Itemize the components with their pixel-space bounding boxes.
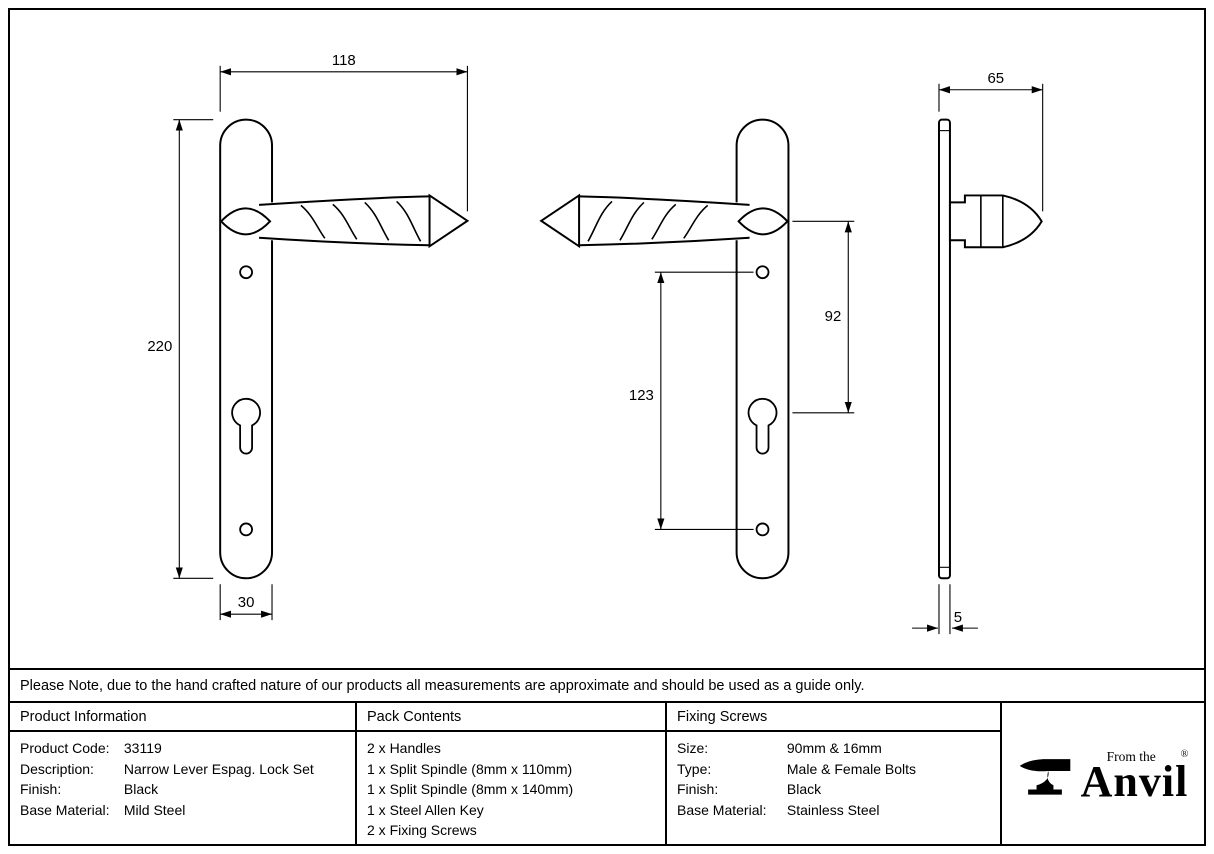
- logo-brand-name: Anvil: [1080, 757, 1189, 806]
- product-information-header: Product Information: [10, 703, 355, 732]
- screw-type-label: Type:: [677, 760, 712, 777]
- description-row: Description: Narrow Lever Espag. Lock Se…: [20, 759, 345, 780]
- dim-plate-width-label: 30: [238, 594, 255, 611]
- screw-type-row: Type: Male & Female Bolts: [677, 759, 990, 780]
- side-view: 65 5: [912, 70, 1044, 635]
- screw-size-label: Size:: [677, 740, 709, 756]
- screw-finish-row: Finish: Black: [677, 779, 990, 800]
- logo-tagline: From the: [1106, 749, 1156, 764]
- dim-screw-centres-label: 123: [629, 387, 654, 404]
- pack-item: 2 x Handles: [367, 740, 441, 756]
- finish-value: Black: [123, 781, 159, 797]
- finish-label: Finish:: [20, 781, 62, 797]
- screw-finish-value: Black: [786, 781, 822, 797]
- base-material-row: Base Material: Mild Steel: [20, 800, 345, 821]
- sheet-border-frame: 118 220 30: [8, 8, 1206, 846]
- screw-material-value: Stainless Steel: [786, 801, 880, 818]
- base-material-label: Base Material:: [20, 801, 110, 818]
- product-code-label: Product Code:: [20, 740, 110, 756]
- pack-contents-column: Pack Contents 2 x Handles 1 x Split Spin…: [355, 703, 665, 844]
- pack-item: 1 x Split Spindle (8mm x 110mm): [367, 760, 573, 777]
- brand-logo-cell: From the ® Anvil: [1000, 703, 1204, 844]
- from-the-anvil-logo: From the ® Anvil: [1018, 749, 1189, 806]
- fixing-screws-column: Fixing Screws Size: 90mm & 16mm Type: Ma…: [665, 703, 1000, 844]
- screw-size-row: Size: 90mm & 16mm: [677, 738, 990, 759]
- screw-material-label: Base Material:: [677, 801, 767, 818]
- anvil-icon: [1019, 758, 1070, 795]
- screw-size-value: 90mm & 16mm: [786, 740, 882, 756]
- description-label: Description:: [20, 760, 94, 777]
- base-material-value: Mild Steel: [123, 801, 186, 818]
- registered-trademark-symbol: ®: [1180, 749, 1189, 760]
- pack-item: 1 x Steel Allen Key: [367, 801, 484, 818]
- dim-front-width-label: 118: [332, 52, 356, 69]
- product-information-column: Product Information Product Code: 33119 …: [10, 703, 355, 844]
- finish-row: Finish: Black: [20, 779, 345, 800]
- screw-material-row: Base Material: Stainless Steel: [677, 800, 990, 821]
- pack-item: 2 x Fixing Screws: [367, 822, 477, 838]
- front-view: 118 220 30: [147, 52, 470, 621]
- screw-type-value: Male & Female Bolts: [786, 760, 917, 777]
- description-value: Narrow Lever Espag. Lock Set: [123, 760, 314, 777]
- measurement-note: Please Note, due to the hand crafted nat…: [10, 668, 1204, 701]
- product-code-value: 33119: [123, 740, 162, 756]
- fixing-screws-header: Fixing Screws: [667, 703, 1000, 732]
- pack-item: 1 x Split Spindle (8mm x 140mm): [367, 781, 574, 797]
- pack-contents-header: Pack Contents: [357, 703, 665, 732]
- mirrored-view: 123 92: [539, 118, 855, 580]
- dim-plate-height-label: 220: [147, 338, 172, 355]
- measurement-note-text: Please Note, due to the hand crafted nat…: [20, 677, 865, 694]
- technical-drawing: 118 220 30: [10, 10, 1204, 668]
- screw-finish-label: Finish:: [677, 781, 719, 797]
- dim-plate-thickness-label: 5: [954, 609, 962, 626]
- technical-drawing-svg: 118 220 30: [147, 52, 1044, 635]
- dim-lever-to-cylinder-label: 92: [825, 308, 842, 325]
- product-code-row: Product Code: 33119: [20, 738, 345, 759]
- info-table: Product Information Product Code: 33119 …: [10, 701, 1204, 844]
- dim-projection-label: 65: [988, 70, 1005, 87]
